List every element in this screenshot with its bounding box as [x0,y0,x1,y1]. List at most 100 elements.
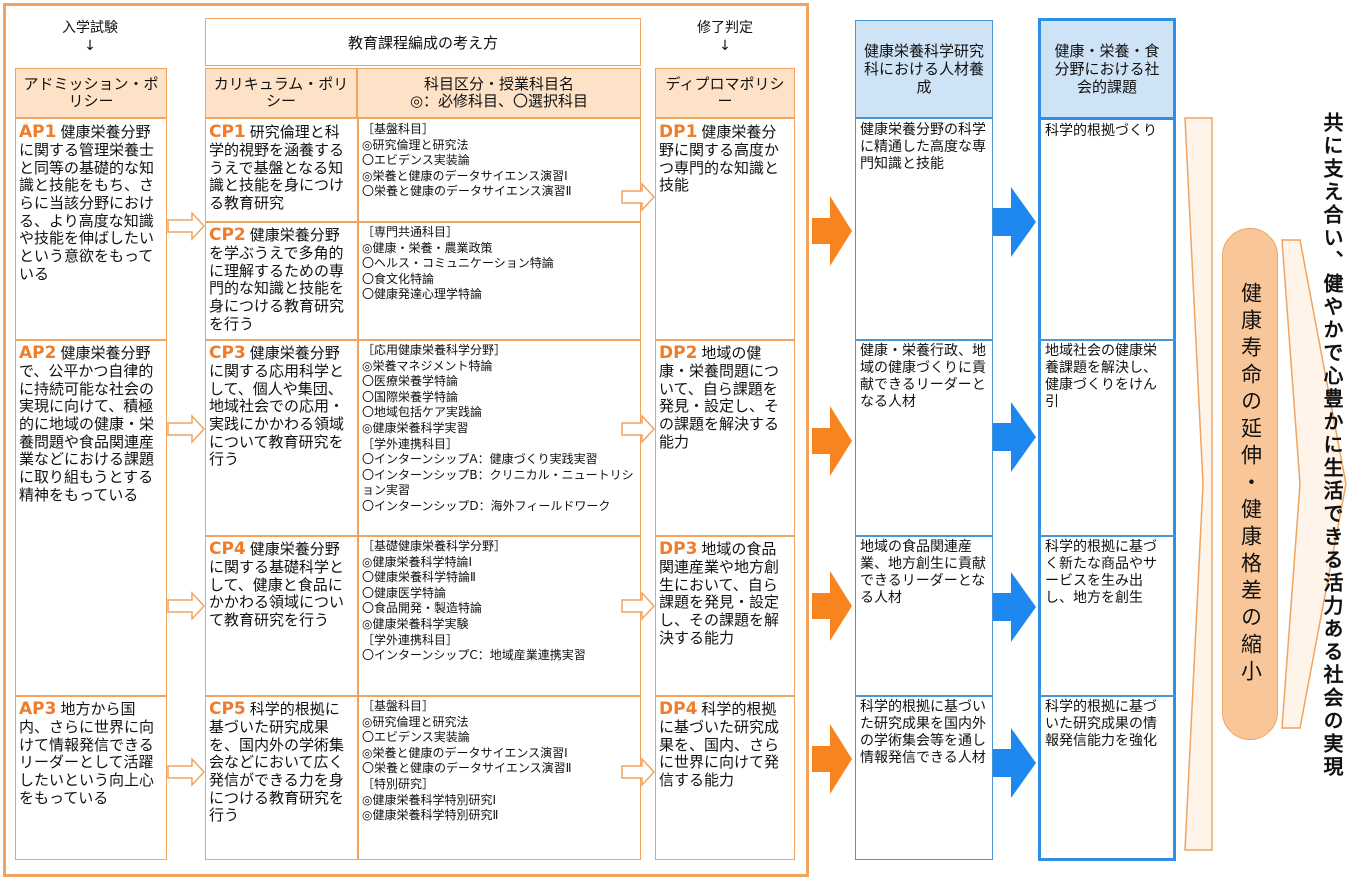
divider [205,695,641,697]
column-divider [357,118,359,860]
solid-orange-arrow-icon [812,724,852,794]
cp4-text: 健康栄養分野に関する基礎科学として、健康と食品にかかわる領域について教育研究を行… [209,540,345,630]
ap3-text: 地方から国内、さらに世界に向けて情報発信できるリーダーとして活躍したいという向上… [19,700,155,807]
policy-frame [3,3,809,877]
subjects-cell-1: ［基盤科目］ ◎研究倫理と研究法 〇エビデンス実装論 ◎栄養と健康のデータサイエ… [362,122,572,199]
cp4-code: CP4 [209,539,246,559]
divider [855,695,993,697]
social-issues-header: 健康・栄養・食分野における社会的課題 [1038,18,1176,120]
subjects-header: 科目区分・授業科目名 ◎：必修科目、〇選択科目 [357,68,641,118]
dp3-text: 地域の食品関連産業や地方創生において、自ら課題を発見・設定し、その課題を解決する… [659,540,780,647]
divider [855,339,993,341]
cp1-text: 研究倫理と科学的視野を涵養するうえで基盤となる知識と技能を身につける教育研究 [209,123,345,213]
divider [655,339,795,341]
human-resource-4: 科学的根拠に基づいた研究成果を国内外の学術集会等を通し情報発信できる人材 [860,699,986,767]
ap1-text: 健康栄養分野に関する管理栄養士と同等の基礎的な知識と技能をもち、さらに当該分野に… [19,123,155,283]
divider [1038,535,1176,537]
cp5-code: CP5 [209,699,246,719]
hollow-arrow-icon [621,757,656,787]
solid-orange-arrow-icon [812,406,852,476]
curriculum-concept-box: 教育課程編成の考え方 [205,18,641,66]
divider [205,221,641,223]
cp3-text: 健康栄養分野に関する応用科学として、個人や集団、地域社会での応用・実践にかかわる… [209,344,345,469]
ap3-code: AP3 [19,699,57,719]
final-goal-text: 共に支え合い、健やかで心豊かに生活できる活力ある社会の実現 [1320,112,1344,779]
human-resources-column [855,118,993,860]
subjects-cell-5: ［基盤科目］ ◎研究倫理と研究法 〇エビデンス実装論 ◎栄養と健康のデータサイエ… [362,699,572,823]
divider [1038,339,1176,341]
cp1-code: CP1 [209,122,246,142]
solid-blue-arrow-icon [992,572,1036,642]
divider [15,339,167,341]
human-resources-header: 健康栄養科学研究科における人材養成 [855,20,993,118]
chevron-arrow-icon [1184,117,1213,851]
divider [655,695,795,697]
down-arrow-icon: ↓ [719,37,731,54]
solid-blue-arrow-icon [992,187,1036,257]
divider [1038,695,1176,697]
ap1-code: AP1 [19,122,57,142]
dp1-text: 健康栄養分野に関する高度かつ専門的な知識と技能 [659,123,780,195]
dp3-code: DP3 [659,539,698,559]
hollow-arrow-icon [621,591,656,621]
diploma-policy-column [655,118,795,860]
dp4-text: 科学的根拠に基づいた研究成果を、国内、さらに世界に向けて発信する能力 [659,700,780,790]
divider [205,535,641,537]
subjects-cell-2: ［専門共通科目］ ◎健康・栄養・農業政策 〇ヘルス・コミュニケーション特論 〇食… [362,225,554,302]
human-resource-3: 地域の食品関連産業、地方創生に貢献できるリーダーとなる人材 [860,539,986,607]
dp2-text: 地域の健康・栄養問題について、自ら課題を発見・設定し、その課題を解決する能力 [659,344,780,451]
down-arrow-icon: ↓ [84,37,96,54]
hollow-arrow-icon [167,591,206,621]
solid-blue-arrow-icon [992,402,1036,472]
goal-pill-text: 健康寿命の延伸・健康格差の縮小 [1238,281,1263,687]
cp5-text: 科学的根拠に基づいた研究成果を、国内外の学術集会などにおいて広く発信ができる力を… [209,700,345,825]
admission-policy-header: アドミッション・ポリシー [15,68,167,118]
cp2-code: CP2 [209,225,246,245]
curriculum-policy-header: カリキュラム・ポリシー [205,68,357,118]
curriculum-concept-label: 教育課程編成の考え方 [347,33,498,52]
social-issue-2: 地域社会の健康栄養課題を解決し、健康づくりをけん引 [1045,343,1157,411]
social-issue-3: 科学的根拠に基づく新たな商品やサービスを生み出し、地方を創生 [1045,539,1157,607]
divider [655,535,795,537]
hollow-arrow-icon [621,414,656,444]
cp2-text: 健康栄養分野を学ぶうえで多角的に理解するための専門的な知識と技能を身につける教育… [209,226,345,333]
hollow-arrow-icon [167,414,206,444]
hollow-arrow-icon [167,211,206,241]
completion-judgment-label: 修了判定 ↓ [655,20,795,55]
subjects-cell-3: ［応用健康栄養科学分野］ ◎栄養マネジメント特論 〇医療栄養学特論 〇国際栄養学… [362,343,634,513]
solid-blue-arrow-icon [992,728,1036,798]
cp3-code: CP3 [209,343,246,363]
goal-pill: 健康寿命の延伸・健康格差の縮小 [1222,228,1278,740]
subjects-cell-4: ［基礎健康栄養科学分野］ ◎健康栄養科学特論Ⅰ 〇健康栄養科学特論Ⅱ 〇健康医学… [362,539,586,663]
social-issues-column [1038,117,1176,861]
dp2-code: DP2 [659,343,698,363]
chevron-arrow-icon [1281,239,1347,729]
admission-policy-column [15,118,167,860]
human-resource-1: 健康栄養分野の科学に精通した高度な専門知識と技能 [860,122,986,173]
divider [855,535,993,537]
curriculum-table [205,118,641,860]
solid-orange-arrow-icon [812,571,852,641]
hollow-arrow-icon [167,757,206,787]
diploma-policy-header: ディプロマポリシー [655,68,795,118]
ap2-text: 健康栄養分野で、公平かつ自律的に持続可能な社会の実現に向けて、積極的に地域の健康… [19,344,155,504]
entrance-exam-label: 入学試験 ↓ [20,20,160,55]
solid-orange-arrow-icon [812,196,852,266]
divider [205,339,641,341]
human-resource-2: 健康・栄養行政、地域の健康づくりに貢献できるリーダーとなる人材 [860,343,986,411]
ap2-code: AP2 [19,343,57,363]
hollow-arrow-icon [621,182,656,212]
dp4-code: DP4 [659,699,698,719]
